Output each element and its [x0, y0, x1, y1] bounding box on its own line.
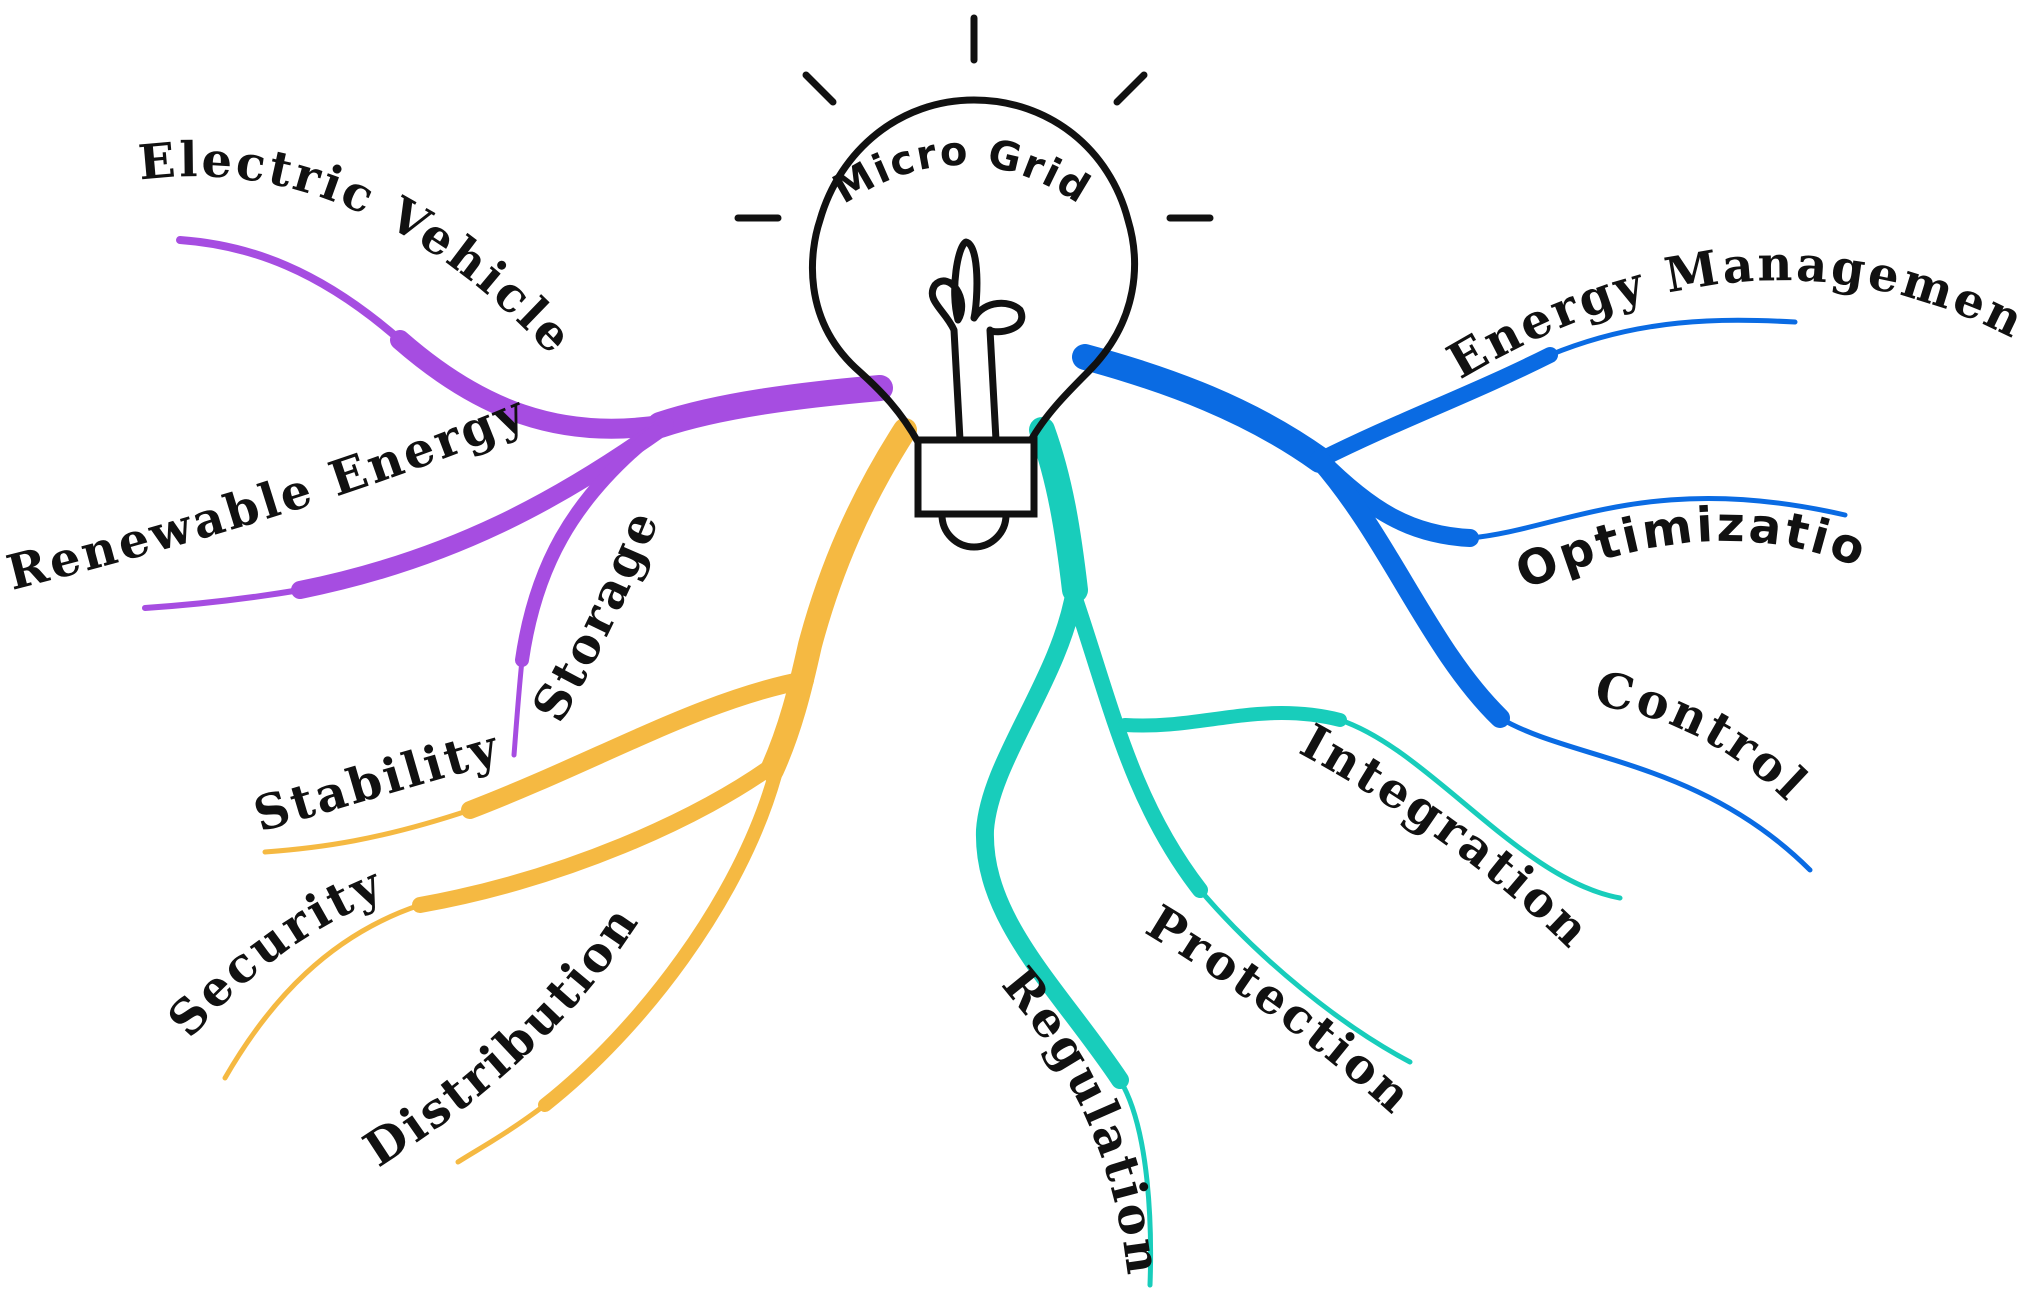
label-electric-vehicle: Electric Vehicle [136, 132, 585, 366]
branch-energy-management-line [1312, 347, 1558, 468]
bulb-ray-top-right [1113, 71, 1148, 106]
branch-energy-management-line-tip [1547, 317, 1798, 358]
branch-purple [142, 236, 893, 758]
branch-stability-line-tip [262, 807, 473, 855]
label-control: Control [1591, 661, 1819, 812]
branch-storage-line-tip [511, 657, 525, 758]
branch-teal-trunk [1029, 417, 1088, 603]
branch-optimization-line-tip [1467, 495, 1848, 541]
branch-protection-line-tip [1197, 887, 1413, 1065]
branch-teal [975, 417, 1623, 1288]
branch-regulation-line [975, 581, 1129, 1089]
branch-control-line-tip [1497, 715, 1813, 873]
branch-security-line-tip [222, 902, 423, 1081]
branch-blue [1072, 317, 1848, 873]
branch-electric-vehicle-line [390, 330, 670, 439]
branch-integration-line-tip [1337, 717, 1623, 901]
branch-stability-line [461, 671, 814, 819]
label-security: Security [157, 855, 392, 1047]
branch-regulation-line-tip [1117, 1077, 1154, 1288]
branch-storage-line [515, 425, 662, 667]
light-bulb-icon: Micro Grid [734, 14, 1214, 551]
branch-distribution-line-tip [455, 1102, 548, 1165]
label-stability: Stability [248, 719, 507, 844]
branch-yellow-trunk [760, 418, 917, 782]
branch-blue-trunk [1072, 344, 1333, 473]
branch-integration-line [1118, 706, 1347, 733]
branch-electric-vehicle-line-tip [176, 236, 404, 344]
branch-yellow [222, 418, 917, 1165]
branch-renewable-energy-line-tip [142, 587, 303, 611]
branch-protection-line [1064, 582, 1208, 898]
bulb-ray-top-left [802, 71, 837, 106]
branch-security-line [412, 752, 788, 913]
label-protection: Protection [1137, 894, 1424, 1125]
label-storage: Storage [522, 501, 672, 731]
bulb-filament [928, 238, 1026, 444]
bulb-glass [808, 96, 1138, 446]
branch-distribution-line [538, 768, 782, 1112]
label-regulation: Regulation [991, 957, 1172, 1280]
branch-control-line [1310, 450, 1510, 728]
bulb-base [914, 436, 1038, 518]
label-renewable-energy: Renewable Energy [1, 384, 534, 602]
branch-purple-trunk [647, 375, 893, 438]
label-integration: Integration [1291, 713, 1602, 960]
